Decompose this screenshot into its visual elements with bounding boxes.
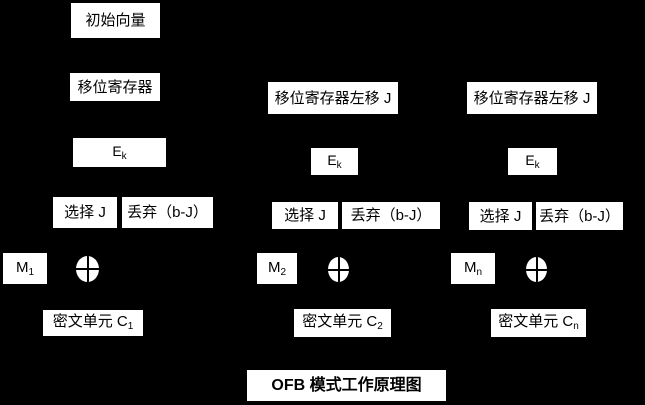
- diagram-title-box: OFB 模式工作原理图: [247, 370, 446, 401]
- ciphertext-c1-box: 密文单元 C1: [43, 310, 143, 336]
- encrypt-ek-box-1: Ek: [73, 138, 166, 167]
- xor-vertical-line-3: [535, 257, 538, 282]
- shift-register-left-label-3: 移位寄存器左移 J: [473, 89, 591, 107]
- message-m1-label: M1: [15, 258, 35, 278]
- shift-register-left-label-2: 移位寄存器左移 J: [274, 89, 392, 107]
- discard-box-3: 丢弃（b-J）: [536, 202, 623, 230]
- encrypt-ek-label-2: Ek: [327, 151, 342, 171]
- message-mn-label: Mn: [463, 258, 483, 278]
- ciphertext-cn-label: 密文单元 Cn: [498, 313, 579, 332]
- shift-register-box-1: 移位寄存器: [70, 73, 160, 101]
- shift-register-label-1: 移位寄存器: [77, 78, 153, 96]
- message-m2-box: M2: [257, 253, 297, 284]
- shift-register-left-box-2: 移位寄存器左移 J: [268, 82, 398, 114]
- ciphertext-c1-label: 密文单元 C1: [52, 313, 134, 332]
- discard-label-1: 丢弃（b-J）: [127, 204, 208, 221]
- xor-icon-2: [328, 257, 349, 282]
- encrypt-ek-box-3: Ek: [508, 148, 557, 175]
- discard-label-3: 丢弃（b-J）: [539, 207, 620, 225]
- discard-label-2: 丢弃（b-J）: [350, 207, 432, 224]
- initial-vector-label: 初始向量: [85, 12, 146, 29]
- select-j-label-3: 选择 J: [479, 207, 522, 225]
- diagram-title: OFB 模式工作原理图: [271, 376, 422, 394]
- select-j-box-2: 选择 J: [272, 202, 338, 229]
- select-j-box-1: 选择 J: [53, 197, 117, 228]
- xor-vertical-line-2: [337, 257, 340, 282]
- shift-register-left-box-3: 移位寄存器左移 J: [467, 82, 597, 114]
- select-j-label-2: 选择 J: [284, 207, 326, 224]
- encrypt-ek-box-2: Ek: [311, 148, 358, 175]
- initial-vector-box: 初始向量: [71, 3, 160, 38]
- discard-box-1: 丢弃（b-J）: [122, 197, 213, 228]
- select-j-box-3: 选择 J: [469, 202, 532, 230]
- xor-icon-3: [526, 257, 547, 282]
- ciphertext-c2-box: 密文单元 C2: [294, 309, 391, 337]
- encrypt-ek-label-1: Ek: [112, 142, 127, 162]
- message-m2-label: M2: [267, 258, 287, 278]
- discard-box-2: 丢弃（b-J）: [342, 202, 440, 229]
- xor-vertical-line-1: [86, 256, 89, 282]
- ciphertext-cn-box: 密文单元 Cn: [491, 309, 586, 337]
- message-m1-box: M1: [3, 253, 47, 284]
- message-mn-box: Mn: [451, 253, 495, 284]
- encrypt-ek-label-3: Ek: [525, 151, 540, 171]
- select-j-label-1: 选择 J: [64, 204, 106, 221]
- ciphertext-c2-label: 密文单元 C2: [302, 313, 383, 332]
- xor-icon-1: [76, 256, 99, 282]
